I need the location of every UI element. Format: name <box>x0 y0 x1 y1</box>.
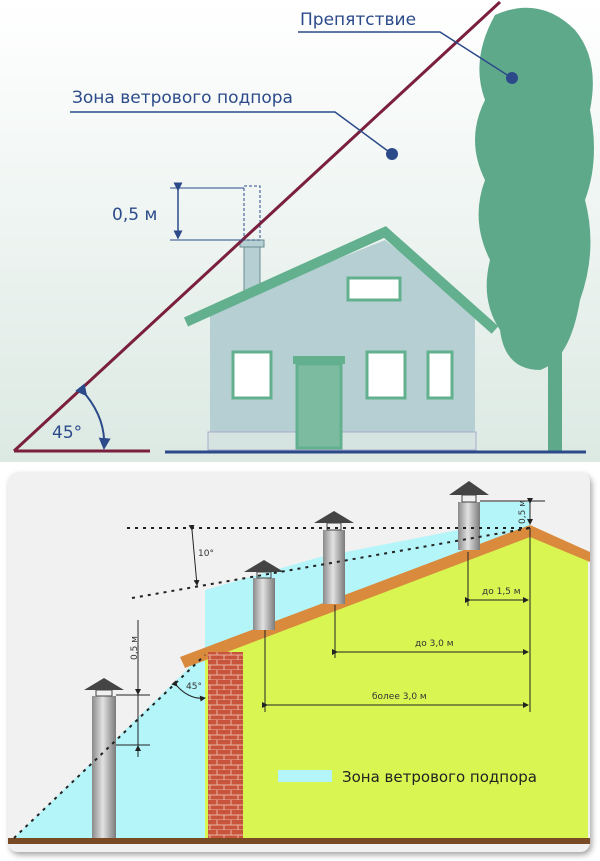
house-wall <box>205 530 588 840</box>
height-label: 0,5 м <box>112 205 157 225</box>
angle-45-label: 45° <box>186 682 202 692</box>
house <box>183 185 499 451</box>
wind-zone-boundary-line <box>12 0 502 453</box>
angle-arc <box>75 383 111 450</box>
top-panel: Препятствие Зона ветрового подпора 0,5 м… <box>0 0 600 462</box>
obstacle-marker-dot <box>506 72 518 84</box>
distance-3-label: более 3,0 м <box>372 692 427 702</box>
tree-obstacle <box>475 7 594 452</box>
top-height-label: 0,5 м <box>518 500 528 524</box>
left-height-label: 0,5 м <box>130 636 140 660</box>
bottom-panel: 10° 45° 0,5 м 0,5 м до 1,5 м до 3,0 м бо… <box>8 472 590 852</box>
chimney-4 <box>449 481 489 550</box>
wind-zone-label: Зона ветрового подпора <box>72 88 293 108</box>
distance-2-label: до 3,0 м <box>415 639 454 649</box>
obstacle-label: Препятствие <box>300 10 416 30</box>
legend-swatch <box>278 770 332 782</box>
distance-1-label: до 1,5 м <box>482 587 521 597</box>
brick-wall <box>208 652 243 842</box>
angle-10-label: 10° <box>198 549 214 559</box>
ground <box>8 838 590 844</box>
legend-label: Зона ветрового подпора <box>342 768 537 786</box>
angle-label: 45° <box>52 423 82 443</box>
chimney-3 <box>314 511 354 604</box>
zone-marker-dot <box>386 148 398 160</box>
chimney-left <box>84 678 124 840</box>
chimney-2 <box>244 560 284 630</box>
